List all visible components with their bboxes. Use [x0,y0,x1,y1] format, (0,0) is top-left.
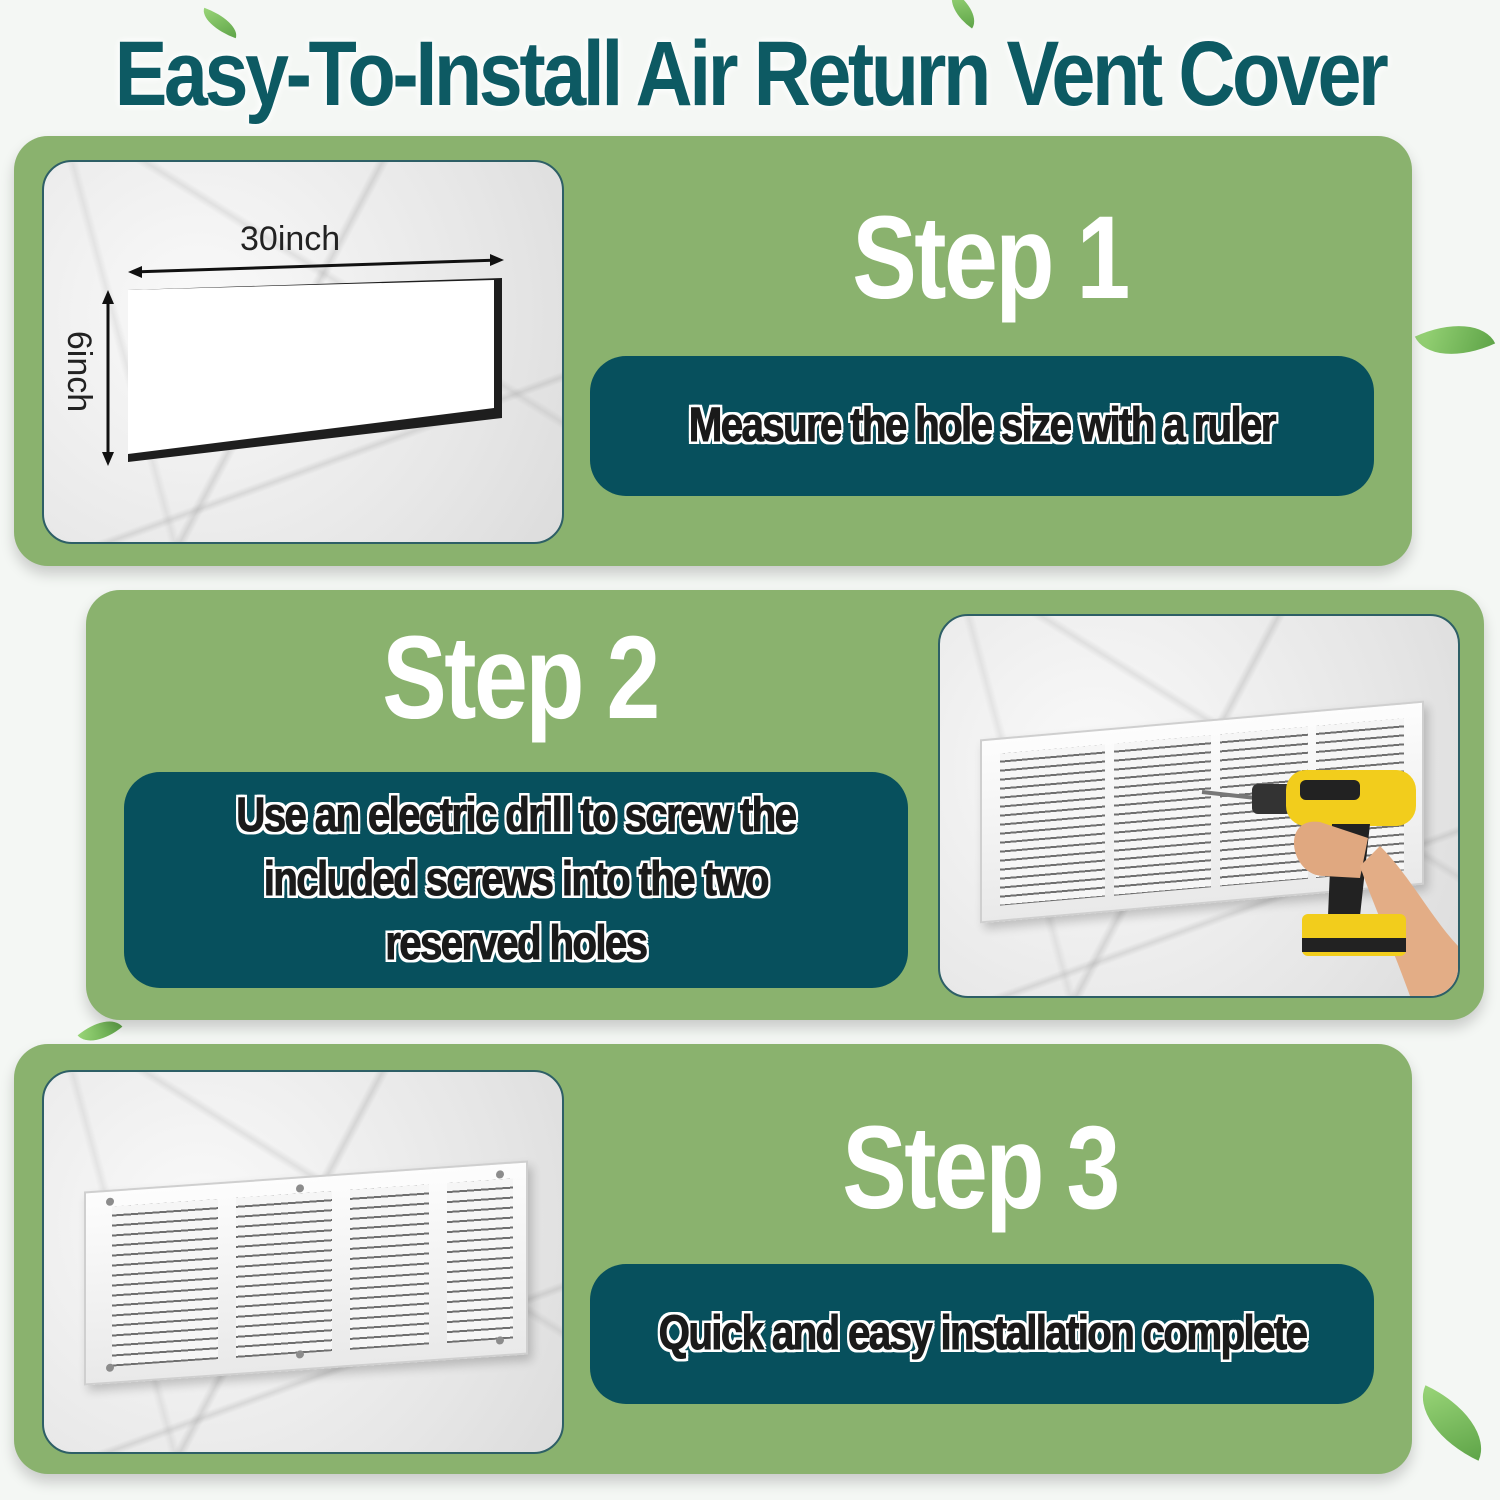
leaf-icon [1406,1385,1498,1461]
step-3-photo [42,1070,564,1454]
step-1-heading: Step 1 [852,192,1130,324]
height-label: 6inch [60,330,99,413]
step-3-heading: Step 3 [842,1102,1120,1234]
step-2-text: Use an electric drill to screw the inclu… [236,784,798,976]
page-title: Easy-To-Install Air Return Vent Cover [114,23,1389,125]
leaf-icon [1414,307,1496,373]
vent-grille [84,1160,528,1386]
step-2-photo [938,614,1460,998]
step-1-description: Measure the hole size with a ruler [590,356,1374,496]
step-3-text: Quick and easy installation complete [658,1307,1308,1361]
step-1-text: Measure the hole size with a ruler [689,399,1277,453]
step-2-description: Use an electric drill to screw the inclu… [124,772,908,988]
step-2-text-line: reserved holes [385,917,649,971]
step-2-text-line: Use an electric drill to screw the [236,789,798,843]
step-2-text-line: included screws into the two [263,853,771,907]
step-1-photo: 30inch 6inch [42,160,564,544]
step-3-description: Quick and easy installation complete [590,1264,1374,1404]
width-label: 30inch [240,220,341,258]
step-2-heading: Step 2 [382,612,660,744]
drill-icon [1201,770,1458,996]
measure-diagram [102,254,504,466]
